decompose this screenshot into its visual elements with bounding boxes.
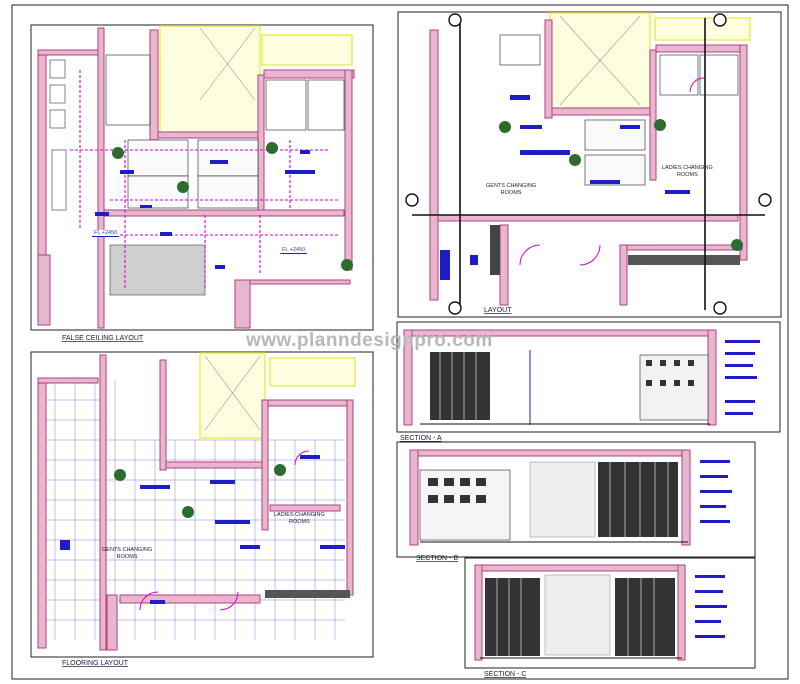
- main-layout-plan: [397, 11, 782, 318]
- flooring-title: FLOORING LAYOUT: [62, 660, 129, 667]
- section-b: [396, 441, 756, 558]
- false-ceiling-plan: [30, 24, 374, 331]
- false-ceiling-title: FALSE CEILING LAYOUT: [62, 335, 144, 342]
- room-label-ladies-layout: LADIES CHANGING ROOMS: [662, 165, 713, 178]
- section-b-title: SECTION - B: [416, 555, 458, 562]
- flooring-plan: [30, 351, 374, 658]
- section-a-title: SECTION - A: [400, 435, 442, 442]
- sheet-border: [11, 4, 789, 680]
- room-label-gents-layout: GENTS CHANGING ROOMS: [486, 183, 537, 196]
- room-label-ladies-flooring: LADIES CHANGING ROOMS: [274, 512, 325, 525]
- section-c-title: SECTION - C: [484, 671, 526, 678]
- section-c: [464, 557, 756, 669]
- ceiling-level-tag: FL +2450: [280, 247, 308, 254]
- watermark: www.planndesignpro.com: [246, 330, 493, 351]
- ceiling-level-tag: FL +2450: [92, 230, 120, 237]
- room-label-gents-flooring: GENTS CHANGING ROOMS: [102, 547, 153, 560]
- layout-title: LAYOUT: [484, 307, 512, 314]
- section-a: [396, 321, 781, 433]
